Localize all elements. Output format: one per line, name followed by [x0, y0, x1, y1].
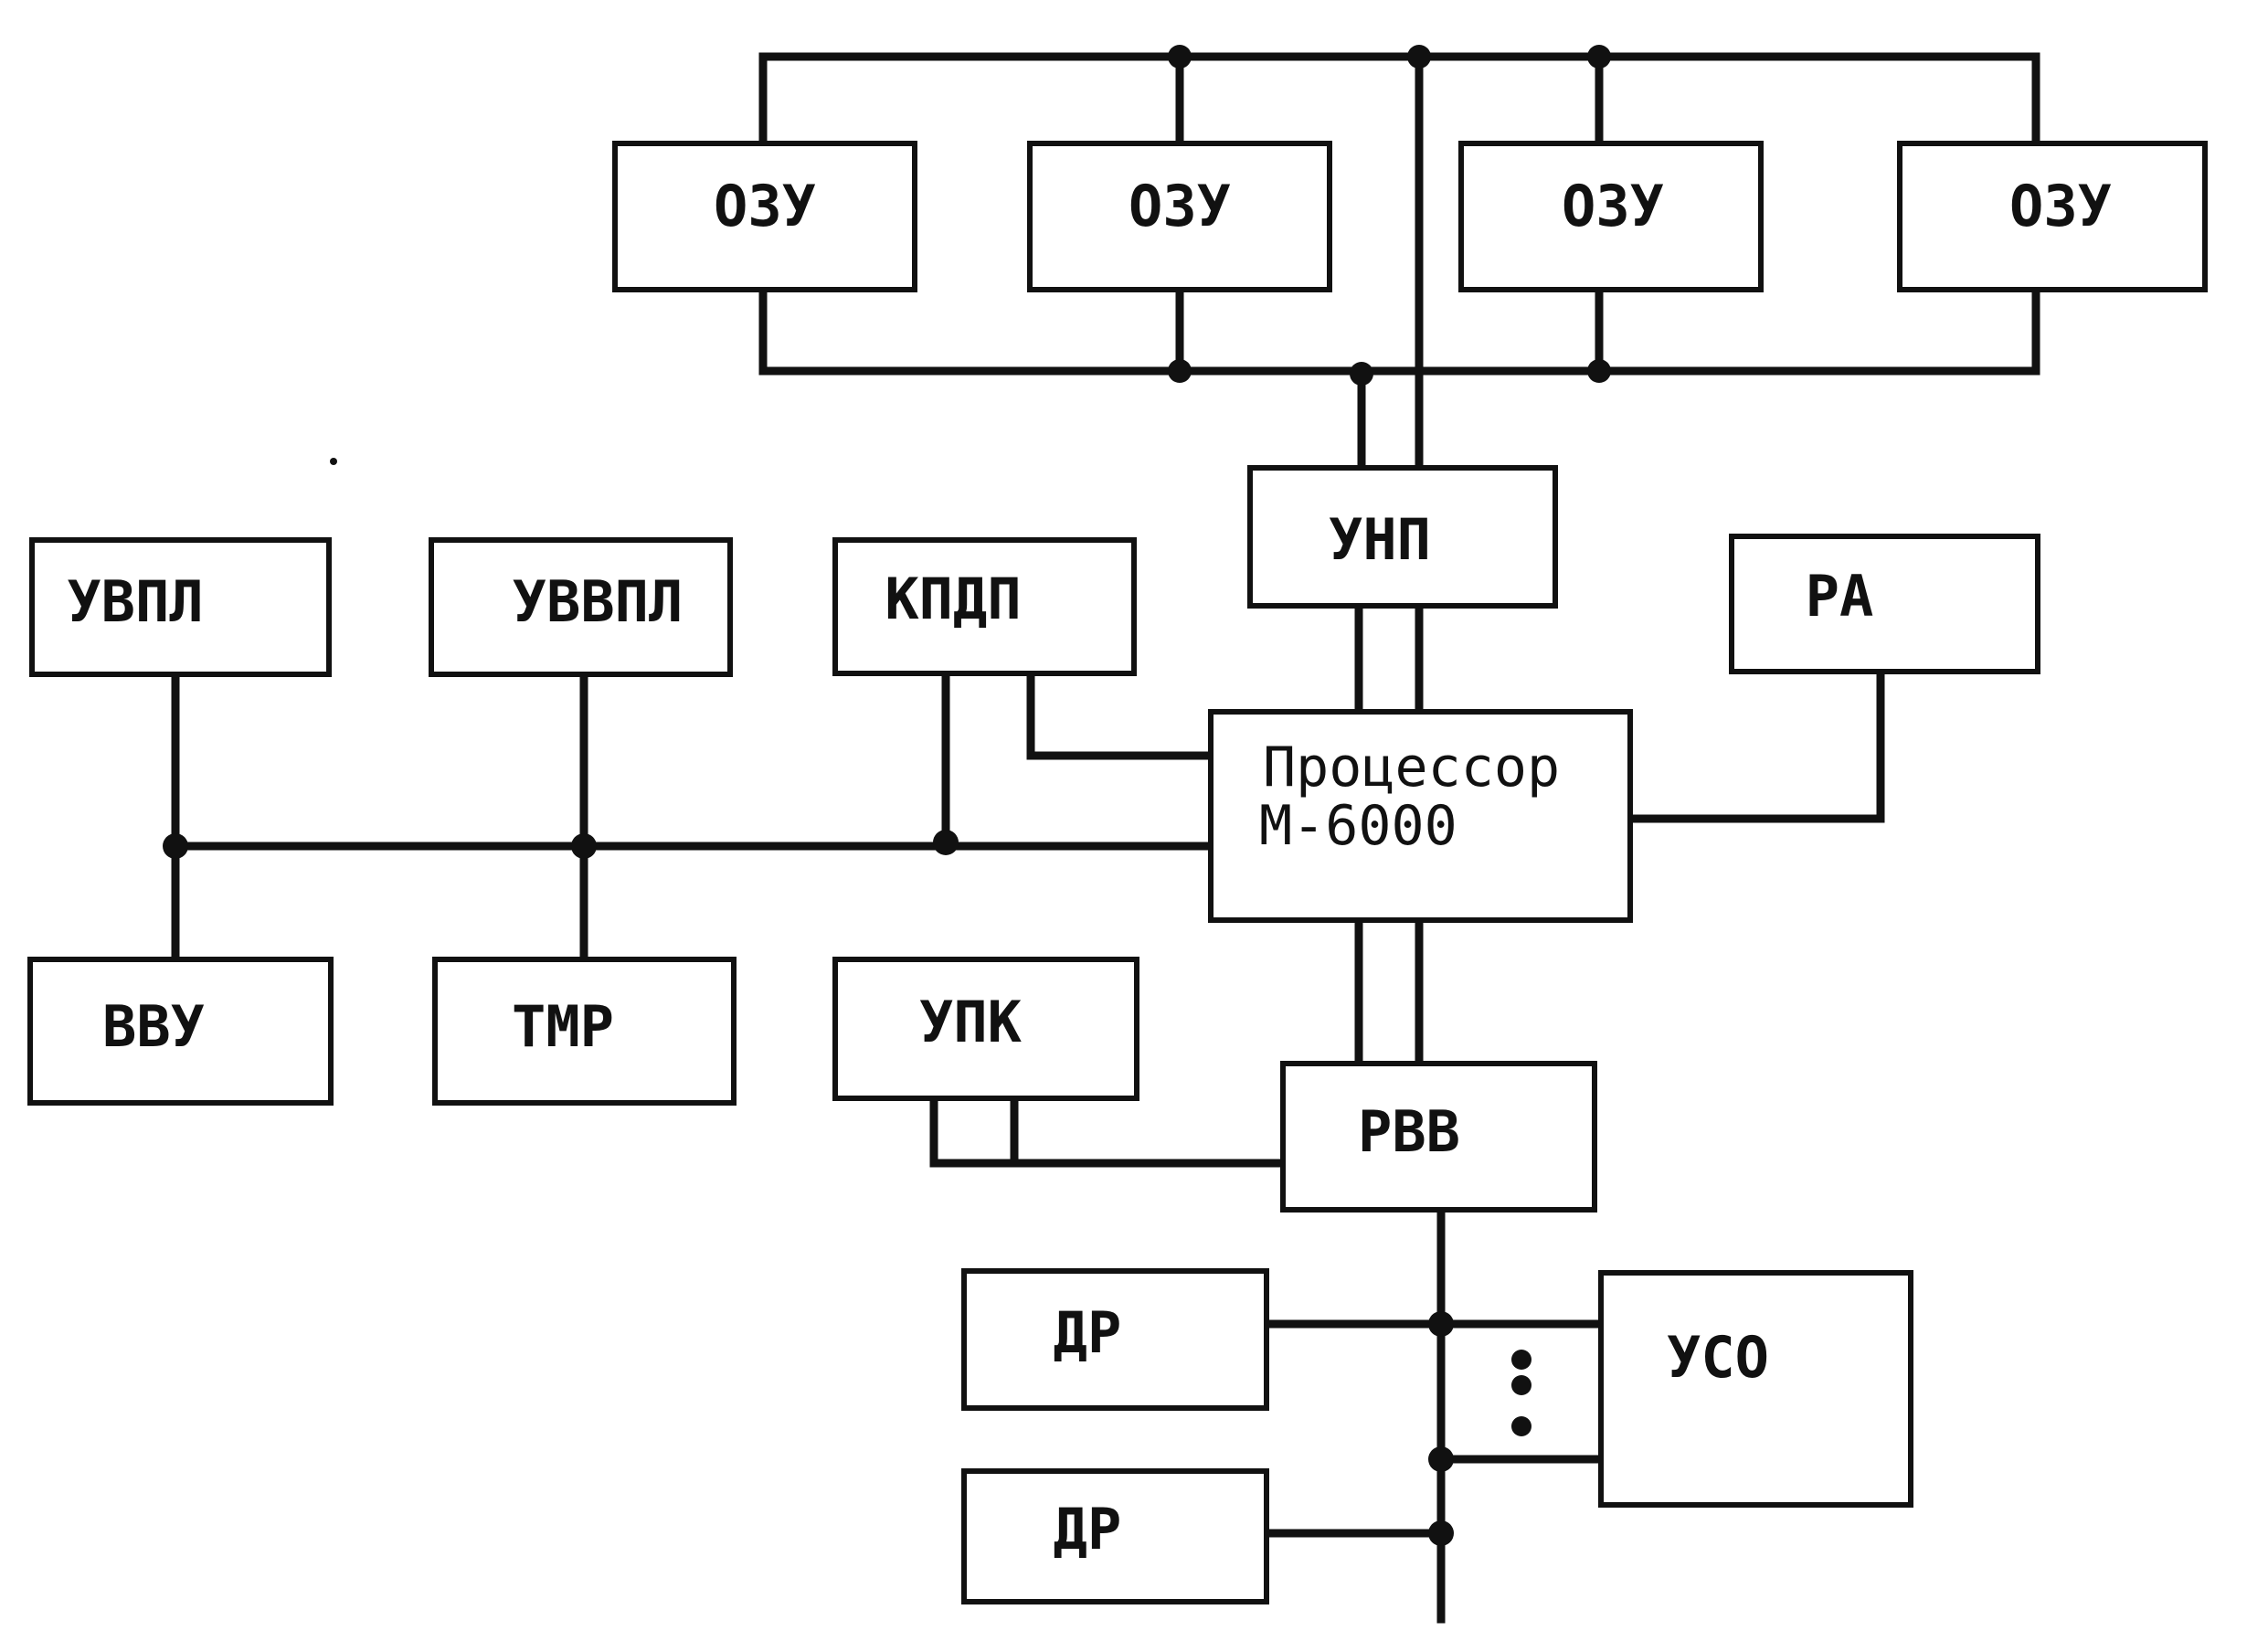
junction-dot — [1168, 359, 1192, 383]
connections — [171, 52, 2040, 1624]
tmr-label: ТМР — [512, 993, 614, 1060]
junction-dot — [1168, 45, 1192, 69]
junction-dot — [933, 830, 959, 855]
uso-label: УСО — [1667, 1324, 1769, 1391]
junction-dot — [1428, 1520, 1454, 1546]
junction-dot — [1587, 359, 1611, 383]
dr-box-1 — [961, 1268, 1269, 1411]
ellipsis-dot — [1511, 1416, 1531, 1436]
unp-label: УНП — [1329, 506, 1431, 573]
rvv-label: РВВ — [1358, 1098, 1460, 1165]
dr-box-2 — [961, 1468, 1269, 1604]
ellipsis-dot — [1511, 1350, 1531, 1370]
processor-label-line2: М-6000 — [1259, 794, 1457, 858]
uso-box — [1598, 1270, 1913, 1508]
unp-box — [1247, 465, 1558, 609]
uvpl-box — [29, 537, 332, 677]
kpdp-label: КПДП — [885, 566, 1021, 632]
rvv-box — [1280, 1061, 1597, 1213]
vvu-box — [27, 957, 334, 1106]
dr-label-2: ДР — [1054, 1496, 1122, 1562]
uvvpl-label: УВВПЛ — [513, 568, 684, 635]
ram-box-1 — [612, 141, 917, 292]
upk-box — [832, 957, 1139, 1101]
ram-label-4: ОЗУ — [2009, 173, 2112, 239]
ra-box — [1729, 534, 2040, 674]
ram-box-2 — [1027, 141, 1332, 292]
junction-dot — [1350, 362, 1373, 386]
junction-dot — [571, 833, 597, 859]
vvu-label: ВВУ — [102, 993, 205, 1060]
ra-to-cpu — [1626, 667, 1885, 823]
ram-box-4 — [1897, 141, 2208, 292]
junction-dot — [163, 833, 188, 859]
processor-box — [1208, 709, 1633, 923]
junction-dot — [1407, 45, 1431, 69]
labels: ОЗУ ОЗУ ОЗУ ОЗУ УНП УВПЛ УВВПЛ КПДП РА П… — [67, 173, 2112, 1562]
ram-box-3 — [1458, 141, 1764, 292]
dr-label-1: ДР — [1054, 1299, 1122, 1366]
ram-label-2: ОЗУ — [1129, 173, 1231, 239]
ram-label-3: ОЗУ — [1562, 173, 1664, 239]
upk-label: УПК — [919, 989, 1023, 1055]
ra-label: РА — [1806, 563, 1874, 630]
kpdp-box — [832, 537, 1137, 676]
speck — [330, 458, 337, 465]
junction-dot — [1428, 1446, 1454, 1472]
junctions — [163, 45, 1611, 1546]
ellipsis-dot — [1511, 1375, 1531, 1395]
ram-label-1: ОЗУ — [714, 173, 816, 239]
tmr-box — [432, 957, 737, 1106]
uvvpl-box — [429, 537, 733, 677]
junction-dot — [1587, 45, 1611, 69]
blocks — [27, 141, 2208, 1604]
processor-label-line1: Процессор — [1263, 736, 1560, 800]
kpdp-to-cpu — [1026, 669, 1215, 760]
upk-to-rvv — [929, 1094, 1288, 1168]
junction-dot — [1428, 1311, 1454, 1337]
uvpl-label: УВПЛ — [67, 568, 203, 635]
